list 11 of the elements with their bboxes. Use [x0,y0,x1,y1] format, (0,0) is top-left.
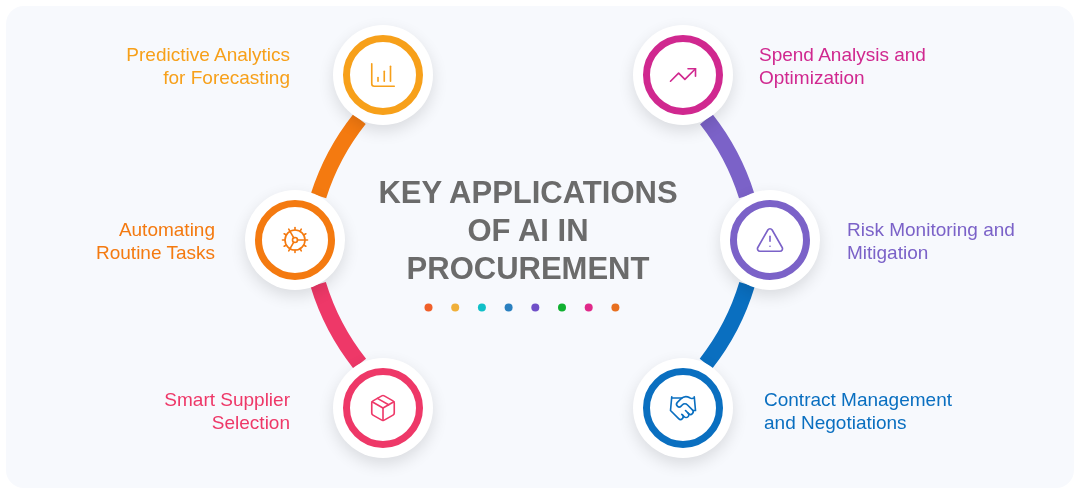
arc-connector [699,114,755,199]
step-label: Smart Supplier Selection [163,388,290,434]
arc-connector [699,281,755,369]
step-label: Contract Management and Negotiations [764,388,953,434]
step-label: Risk Monitoring and Mitigation [847,218,1016,264]
arc-connector [310,281,367,369]
step-label: Predictive Analytics for Forecasting [125,43,290,89]
title: KEY APPLICATIONS OF AI IN PROCUREMENT [377,174,679,288]
arc-connector [311,114,366,199]
step-label: Spend Analysis and Optimization [759,43,927,89]
step-label: Automating Routine Tasks [95,218,215,264]
